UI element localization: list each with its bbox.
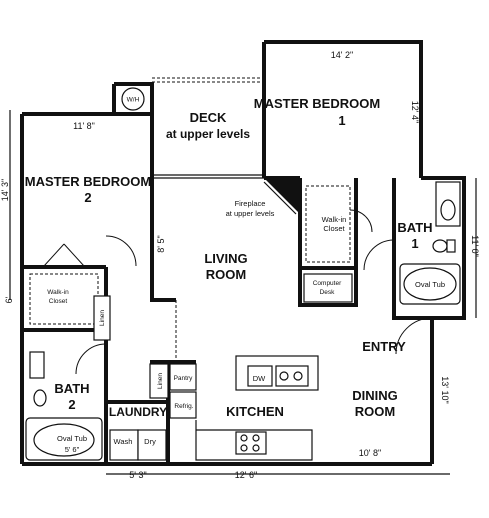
living-room-line1: LIVING (204, 251, 247, 266)
fireplace-label-1: Fireplace (235, 199, 266, 208)
dim-mb2-width: 11' 8" (73, 121, 95, 131)
dim-mb1-depth: 12' 4" (410, 101, 420, 123)
dim-bottom-left: 5' 3" (129, 470, 146, 480)
bath-1-name: BATH (397, 220, 432, 235)
deck-name: DECK (190, 110, 227, 125)
walkin-closet-2 (29, 235, 137, 325)
fireplace-label-2: at upper levels (226, 209, 275, 218)
linen-closet-2 (149, 363, 169, 399)
dim-mb1-width: 14' 2" (331, 50, 353, 60)
refrigerator (169, 391, 197, 419)
bath-2-fixtures (25, 343, 107, 461)
entry-name: ENTRY (362, 339, 406, 354)
computer-desk (303, 273, 353, 303)
entry-door (395, 317, 433, 355)
bath-1-fixtures (363, 181, 461, 305)
walkin-closet-2-label-2: Closet (49, 298, 68, 305)
dimension-lines (9, 110, 477, 475)
dining-room-line1: DINING (352, 388, 398, 403)
computer-desk-label-1: Computer (313, 280, 342, 287)
walkin-closet-1-label-2: Closet (323, 224, 345, 233)
bath-1-number: 1 (411, 236, 418, 251)
dim-dining-depth: 13' 10" (440, 376, 450, 403)
bath-2-number: 2 (68, 397, 75, 412)
kitchen-counters (195, 355, 319, 461)
oval-tub-2-dim: 5' 6" (65, 445, 80, 454)
dining-room-line2: ROOM (355, 404, 395, 419)
dim-living-depth: 8' 5" (156, 235, 166, 252)
walkin-closet-1 (305, 185, 373, 263)
dim-mb2-depth: 14' 3" (0, 179, 10, 201)
living-room-line2: ROOM (206, 267, 246, 282)
master-bedroom-1-name: MASTER BEDROOM (254, 96, 380, 111)
oval-tub-1-label: Oval Tub (415, 280, 445, 289)
wh-label: W/H (127, 97, 140, 104)
deck-outline (152, 77, 264, 83)
dw-label: DW (253, 374, 266, 383)
dim-dining-width: 10' 8" (359, 448, 381, 458)
laundry-fixtures (109, 429, 167, 461)
linen-2-label: Linen (157, 373, 164, 389)
oval-tub-2-label: Oval Tub (57, 434, 87, 443)
dry-label: Dry (144, 437, 156, 446)
linen-1-label: Linen (99, 310, 106, 326)
dim-bottom-right: 12' 6" (235, 470, 257, 480)
pantry-label: Pantry (174, 375, 194, 382)
laundry-name: LAUNDRY (109, 405, 167, 419)
deck-sub: at upper levels (166, 127, 250, 141)
kitchen-name: KITCHEN (226, 404, 284, 419)
master-bedroom-2-name: MASTER BEDROOM (25, 174, 151, 189)
master-bedroom-1-number: 1 (338, 113, 345, 128)
fireplace (263, 178, 300, 215)
walkin-closet-1-label-1: Walk-in (322, 215, 347, 224)
dim-left-lower: 6' (4, 296, 14, 303)
master-bedroom-2-number: 2 (84, 190, 91, 205)
bath-2-name: BATH (54, 381, 89, 396)
wash-label: Wash (114, 437, 133, 446)
computer-desk-label-2: Desk (320, 289, 336, 296)
walkin-closet-2-label-1: Walk-in (47, 289, 69, 296)
dim-bath1-depth: 11' 0" (470, 235, 480, 257)
refrig-label: Refrig. (174, 403, 193, 410)
water-heater: W/H (121, 87, 145, 111)
pantry (169, 363, 197, 391)
linen-closet-1 (93, 295, 111, 341)
